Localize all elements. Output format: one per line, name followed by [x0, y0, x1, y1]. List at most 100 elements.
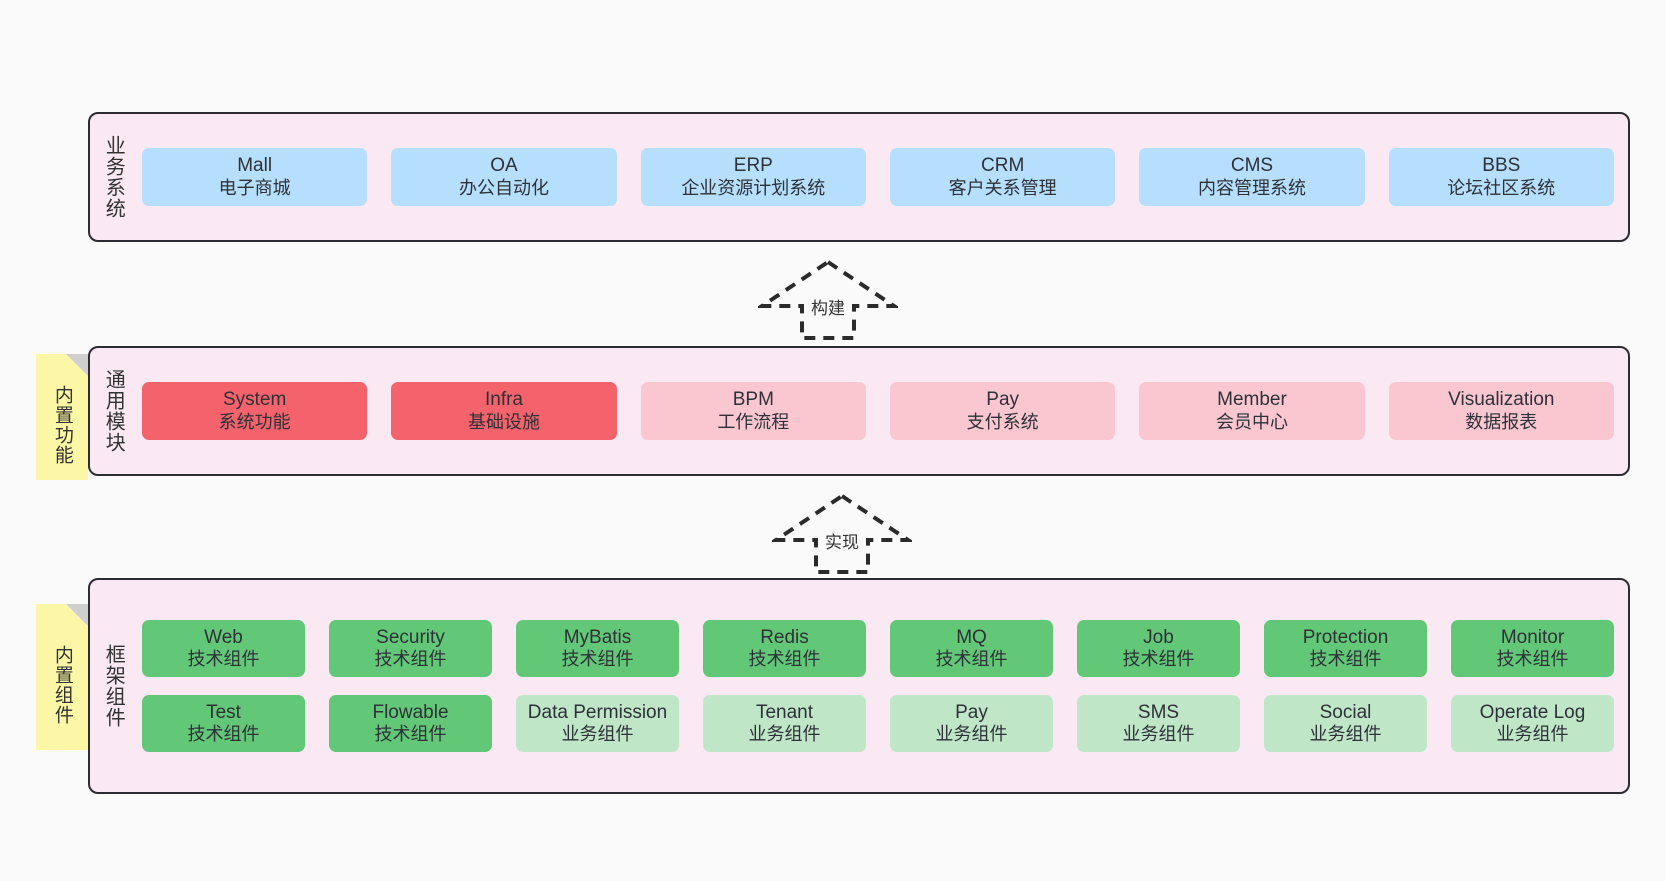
arrow-implement: 实现 — [772, 492, 912, 576]
module-card-name: MQ — [956, 626, 987, 648]
module-card-desc: 业务组件 — [935, 724, 1008, 745]
module-card-name: Infra — [484, 389, 523, 411]
module-card-name: Redis — [760, 626, 809, 648]
module-card-desc: 论坛社区系统 — [1447, 177, 1556, 198]
module-card-name: Pay — [986, 389, 1020, 411]
layer-title-common-module: 通用模块 — [102, 369, 125, 453]
module-card-desc: 会员中心 — [1215, 411, 1288, 432]
module-card-name: CMS — [1230, 155, 1274, 177]
module-card-name: CRM — [981, 155, 1025, 177]
note-builtin-component-label: 内置组件 — [51, 645, 73, 725]
module-card-name: ERP — [733, 155, 773, 177]
module-card-name: MyBatis — [563, 626, 632, 648]
module-card-desc: 技术组件 — [1309, 649, 1382, 670]
layer-title-business-system: 业务系统 — [102, 135, 125, 219]
module-card-desc: 业务组件 — [748, 724, 821, 745]
module-card-desc: 业务组件 — [561, 724, 634, 745]
module-card-name: Protection — [1302, 626, 1389, 648]
module-card-desc: 技术组件 — [1496, 649, 1569, 670]
module-card-name: Pay — [955, 702, 988, 723]
module-card-desc: 电子商城 — [218, 177, 291, 198]
module-card-desc: 技术组件 — [748, 649, 821, 670]
arrow-build: 构建 — [758, 258, 898, 342]
module-card-name: Job — [1143, 626, 1174, 648]
module-card-desc: 技术组件 — [374, 649, 447, 670]
module-card-desc: 工作流程 — [717, 411, 790, 432]
arrow-implement-label: 实现 — [823, 528, 861, 553]
module-card-name: Visualization — [1448, 389, 1555, 411]
module-card-name: BPM — [732, 389, 774, 411]
module-card-name: BBS — [1482, 155, 1521, 177]
module-card-desc: 基础设施 — [467, 411, 540, 432]
module-card-desc: 技术组件 — [187, 649, 260, 670]
note-builtin-component: 内置组件 — [36, 604, 88, 750]
module-card-desc: 企业资源计划系统 — [681, 177, 826, 198]
module-card-name: Flowable — [372, 702, 449, 723]
module-card-name: Member — [1217, 389, 1287, 411]
module-card-name: Social — [1319, 702, 1372, 723]
module-card-desc: 技术组件 — [187, 724, 260, 745]
module-card-name: System — [222, 389, 287, 411]
module-card-desc: 技术组件 — [935, 649, 1008, 670]
note-builtin-function: 内置功能 — [36, 354, 88, 480]
module-card-name: Data Permission — [527, 702, 668, 723]
module-card-name: Mall — [237, 155, 273, 177]
module-card-name: Security — [376, 626, 445, 648]
module-card-desc: 内容管理系统 — [1197, 177, 1306, 198]
module-card-desc: 客户关系管理 — [948, 177, 1057, 198]
note-builtin-function-label: 内置功能 — [51, 385, 73, 465]
module-card-desc: 业务组件 — [1122, 724, 1195, 745]
module-card-name: Operate Log — [1479, 702, 1586, 723]
module-card-name: Test — [206, 702, 241, 723]
module-card-name: Monitor — [1500, 626, 1565, 648]
module-card-name: SMS — [1137, 702, 1180, 723]
arrow-build-label: 构建 — [809, 294, 847, 319]
module-card-desc: 业务组件 — [1309, 724, 1382, 745]
module-card-desc: 技术组件 — [1122, 649, 1195, 670]
module-card-desc: 技术组件 — [374, 724, 447, 745]
module-card-name: OA — [490, 155, 518, 177]
module-card-desc: 系统功能 — [218, 411, 291, 432]
module-card-desc: 数据报表 — [1465, 411, 1538, 432]
module-card-name: Web — [204, 626, 243, 648]
